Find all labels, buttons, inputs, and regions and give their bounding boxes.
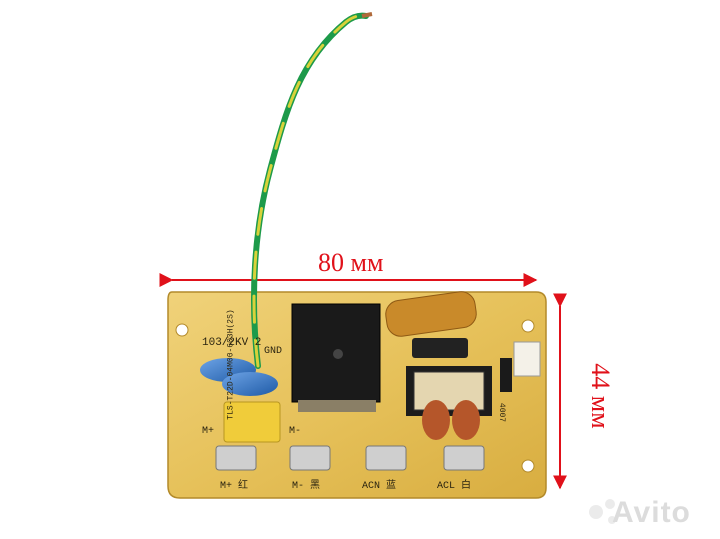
motor-plus-label: M+ [202, 426, 215, 437]
terminal-row [215, 445, 485, 471]
avito-logo-icon [589, 499, 616, 524]
width-dimension-label: 80 мм [318, 248, 384, 277]
capacitor-marking: 103/2KV 2 [202, 337, 262, 349]
motor-minus-label: M- [289, 426, 302, 437]
terminal-label: M- 黑 [292, 481, 321, 492]
mounting-hole [521, 459, 535, 473]
diode-marking: 4007 [497, 402, 507, 423]
gnd-label: GND [264, 346, 283, 357]
terminal-acn [365, 445, 407, 471]
height-dimension-label: 44 мм [586, 363, 615, 429]
box-capacitor [223, 401, 281, 443]
terminal-label: ACL 白 [437, 481, 472, 492]
ground-wire-stripe [252, 14, 368, 368]
connector [513, 341, 541, 377]
mounting-hole [175, 323, 189, 337]
bridge-rectifier [291, 303, 381, 412]
terminal-label: M+ 红 [220, 481, 249, 492]
ceramic-capacitor [222, 372, 278, 396]
film-capacitor [385, 291, 477, 337]
mounting-hole [521, 319, 535, 333]
terminal-m-minus [289, 445, 331, 471]
diode [500, 358, 512, 392]
inductor [406, 338, 492, 440]
terminal-acl [443, 445, 485, 471]
wire-tip [361, 12, 373, 18]
watermark: Avito [612, 496, 691, 529]
board-code: TLS-T22D-04M00-603H(2S) [226, 309, 236, 420]
terminal-label: ACN 蓝 [362, 481, 397, 492]
terminal-m-plus [215, 445, 257, 471]
